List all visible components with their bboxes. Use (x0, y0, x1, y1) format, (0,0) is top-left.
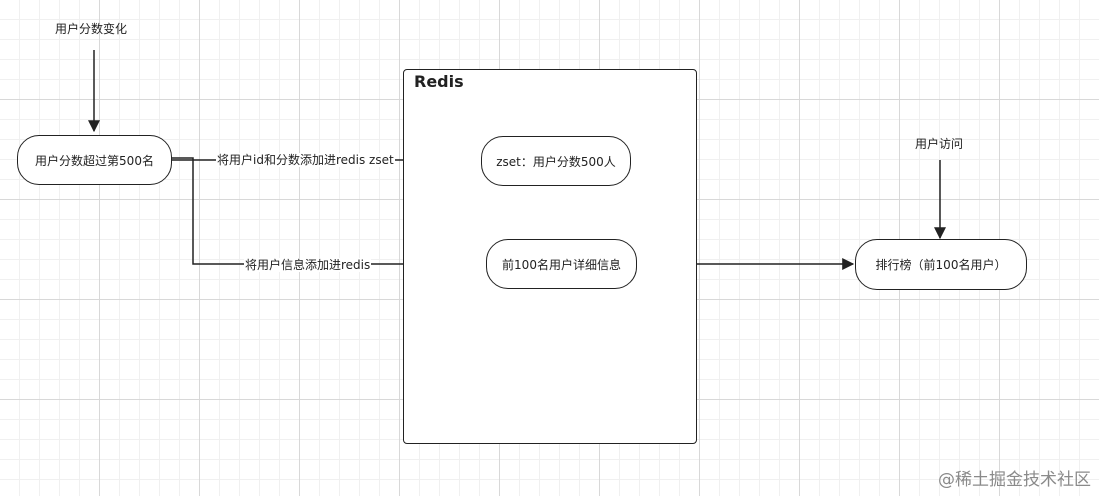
node-leaderboard-text: 排行榜（前100名用户） (875, 258, 1007, 272)
node-top100-detail-text: 前100名用户详细信息 (502, 257, 621, 272)
node-zset-text: zset：用户分数500人 (496, 154, 616, 169)
score-change-label: 用户分数变化 (55, 22, 128, 36)
node-over-500[interactable]: 用户分数超过第500名 (17, 135, 172, 185)
watermark: @稀土掘金技术社区 (938, 470, 1091, 490)
edge-label-add-info: 将用户信息添加进redis (244, 258, 372, 272)
edge-label-add-zset: 将用户id和分数添加进redis zset (216, 153, 395, 167)
node-leaderboard[interactable]: 排行榜（前100名用户） (855, 239, 1027, 290)
node-over-500-text: 用户分数超过第500名 (35, 153, 154, 168)
node-zset[interactable]: zset：用户分数500人 (481, 136, 631, 186)
node-top100-detail[interactable]: 前100名用户详细信息 (486, 239, 637, 289)
redis-container-title: Redis (414, 72, 464, 91)
user-visit-label: 用户访问 (915, 137, 964, 151)
